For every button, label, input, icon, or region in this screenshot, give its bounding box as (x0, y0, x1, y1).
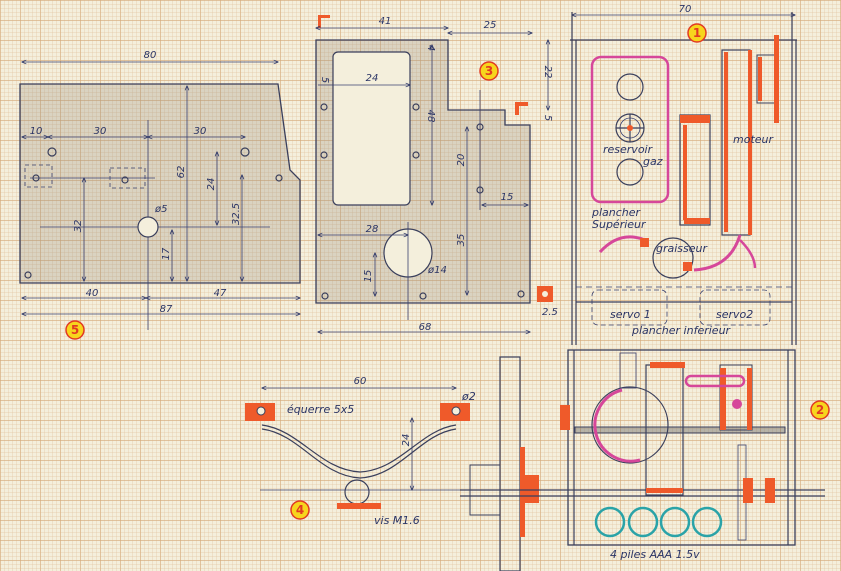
label-graisseur: graisseur (656, 242, 709, 255)
dim-25: 25 (484, 20, 497, 31)
dim-32: 32 (73, 220, 84, 233)
servo-1 (591, 289, 668, 326)
dim-87: 87 (160, 304, 173, 315)
part-number-badge-4 (290, 500, 310, 520)
hole-5mm (137, 216, 159, 238)
window-cutout (332, 51, 411, 206)
label-plancher-inferieur: plancher inferieur (631, 324, 732, 337)
gas-reservoir (590, 55, 670, 204)
part-5-side-plate: 80 10 30 30 62 24 32.5 32 17 40 47 87 ø5… (19, 50, 301, 340)
part-number-badge-3 (479, 61, 499, 81)
dim-30a: 30 (94, 126, 107, 137)
label-moteur: moteur (733, 133, 774, 146)
dim-20: 20 (456, 154, 467, 167)
dim-40: 40 (86, 288, 99, 299)
dim-24-bracket: 24 (401, 434, 412, 447)
dim-62: 62 (176, 166, 187, 179)
part-number-5: 5 (71, 323, 79, 337)
label-reservoir: reservoir (603, 143, 654, 156)
dim-32-5: 32.5 (231, 203, 242, 225)
batteries (594, 506, 723, 538)
dim-hole-5: ø5 (154, 204, 167, 215)
label-equerre: équerre 5x5 (287, 403, 354, 416)
dim-4: 4 (425, 45, 436, 51)
part-number-3: 3 (485, 64, 493, 78)
dim-15-hole: 15 (501, 192, 514, 203)
valve-wheel-icon (615, 113, 645, 143)
dim-hole-14: ø14 (427, 265, 447, 276)
dim-70: 70 (679, 4, 692, 15)
dim-10: 10 (30, 126, 43, 137)
part-number-badge-2 (810, 400, 830, 420)
dim-47: 47 (214, 288, 227, 299)
servo-2 (699, 289, 771, 326)
dim-60: 60 (354, 376, 367, 387)
part-number-2: 2 (816, 403, 824, 417)
clamp-ring (344, 479, 370, 505)
dim-2-5: 2.5 (542, 307, 558, 318)
label-servo-2: servo2 (716, 308, 753, 321)
dim-28: 28 (366, 224, 379, 235)
dim-24: 24 (206, 178, 217, 191)
dim-41: 41 (379, 16, 392, 27)
gas-tank (591, 386, 669, 464)
dim-35: 35 (456, 234, 467, 247)
label-superieur: Supérieur (592, 218, 647, 231)
dim-5-right: 5 (542, 115, 553, 121)
dim-17: 17 (161, 247, 172, 260)
part-3-frame-plate: 41 25 22 5 24 5 4 48 20 15 28 35 15 ø14 … (315, 15, 558, 333)
part-number-1: 1 (693, 26, 701, 40)
dim-80: 80 (144, 50, 157, 61)
label-servo-1: servo 1 (610, 308, 651, 321)
dim-24-window: 24 (366, 73, 379, 84)
label-gaz: gaz (643, 155, 663, 168)
part-1-top-view: 70 1 reservoir gaz moteur plancher Supér… (570, 4, 797, 345)
part-number-4: 4 (296, 503, 304, 517)
part-2-front-view: 4 piles AAA 1.5v 2 (460, 349, 830, 571)
dim-15-bottom: 15 (363, 270, 374, 283)
dim-5-left: 5 (319, 77, 330, 83)
dim-hole-2: ø2 (461, 390, 476, 403)
part-number-badge-1 (687, 23, 707, 43)
label-screw: vis M1.6 (374, 514, 420, 527)
label-batteries: 4 piles AAA 1.5v (610, 548, 700, 561)
part-4-bracket: 60 équerre 5x5 ø2 24 vis M1.6 4 (245, 376, 476, 527)
dim-48: 48 (425, 110, 436, 123)
dim-68: 68 (419, 322, 432, 333)
part-number-badge-5 (65, 320, 85, 340)
side-plate (499, 356, 521, 571)
dim-30b: 30 (194, 126, 207, 137)
lubricator (652, 237, 694, 279)
label-plancher: plancher (591, 206, 642, 219)
dim-22: 22 (542, 66, 553, 79)
